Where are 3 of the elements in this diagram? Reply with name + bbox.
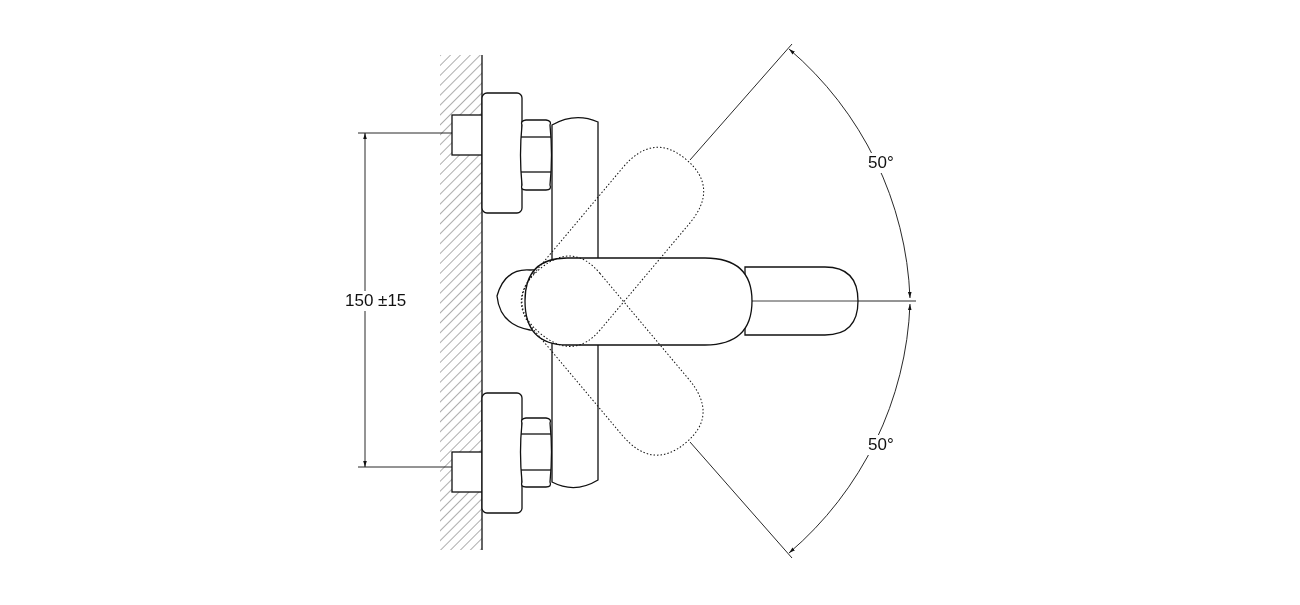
angle-value: 50°	[866, 153, 896, 173]
dimension-value: 150 ±15	[343, 291, 409, 311]
angle-value: 50°	[866, 435, 896, 455]
